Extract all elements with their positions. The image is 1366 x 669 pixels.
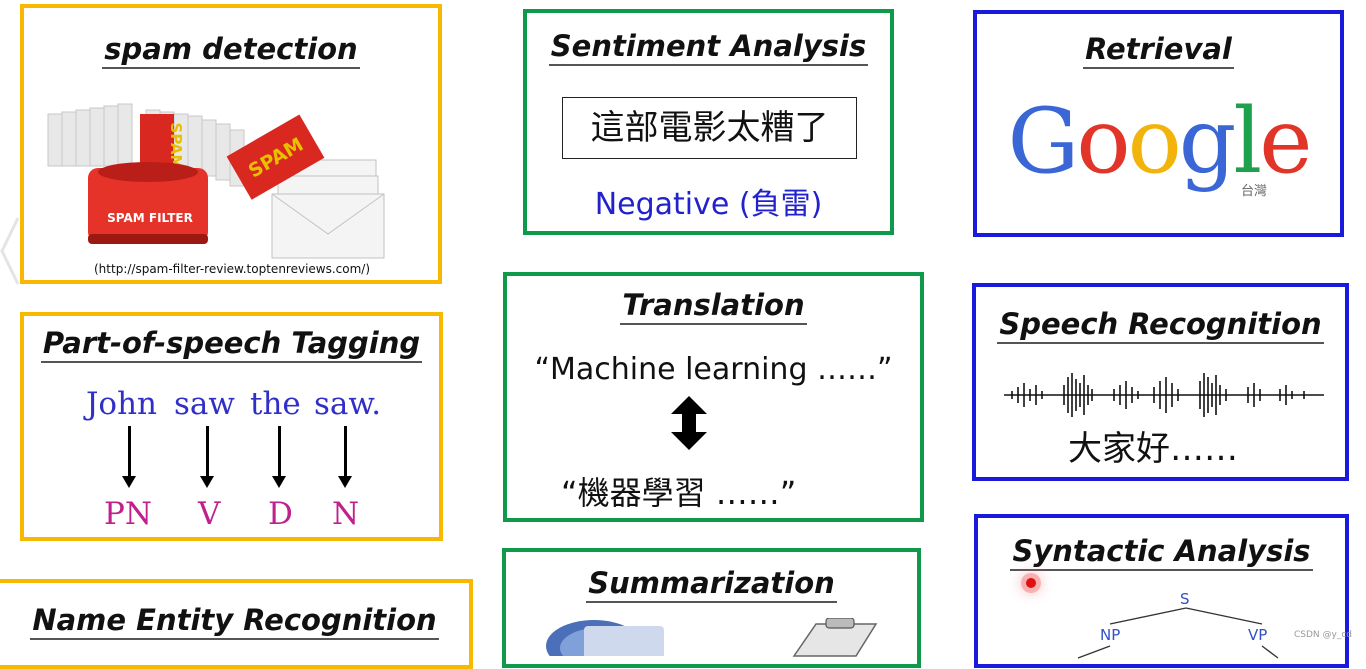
card-title: Syntactic Analysis	[978, 534, 1345, 571]
watermark: CSDN @y_cd	[1294, 630, 1353, 640]
sentiment-label: Negative (負雷)	[594, 187, 823, 222]
card-title: Summarization	[506, 566, 917, 603]
pos-arrow	[272, 426, 286, 488]
card-title: Part-of-speech Tagging	[24, 326, 439, 363]
card-syntactic-analysis: Syntactic Analysis S NP VP	[974, 514, 1349, 668]
parse-node-np: NP	[1100, 626, 1121, 644]
card-summarization: Summarization	[502, 548, 921, 668]
sentiment-sentence-box: 這部電影太糟了	[562, 97, 857, 159]
card-title: spam detection	[24, 32, 438, 69]
card-translation: Translation “Machine learning ……” “機器學習 …	[503, 272, 924, 522]
card-title: Name Entity Recognition	[0, 603, 469, 640]
google-logo: Google	[977, 92, 1340, 192]
logo-letter: l	[1233, 89, 1262, 194]
parse-node-vp: VP	[1248, 626, 1268, 644]
clipboard-icon	[792, 618, 878, 657]
pos-tag: V	[198, 496, 221, 532]
logo-letter: g	[1178, 89, 1237, 194]
pos-word: the	[250, 386, 301, 422]
left-edge-chevron-icon[interactable]	[0, 216, 20, 286]
waveform-icon	[1004, 373, 1324, 417]
pos-arrow	[122, 426, 136, 488]
pos-arrow	[200, 426, 214, 488]
logo-letter: o	[1127, 89, 1182, 194]
translation-source: “Machine learning ……”	[534, 352, 893, 387]
document-icon	[546, 620, 664, 656]
pos-word: saw	[174, 386, 235, 422]
card-retrieval: Retrieval Google 台灣	[973, 10, 1344, 237]
pos-tag: N	[332, 496, 360, 532]
logo-letter: o	[1076, 89, 1130, 194]
spam-filter-illustration: SPAM SPAM SPAM FILTER	[47, 103, 385, 259]
card-title: Retrieval	[977, 32, 1340, 69]
card-named-entity-recognition: Name Entity Recognition	[0, 579, 473, 669]
pointer-dot-icon	[1026, 578, 1036, 588]
card-spam-detection: spam detection SPAM	[20, 4, 442, 284]
parse-node-s: S	[1180, 590, 1190, 608]
card-speech-recognition: Speech Recognition 大家好……	[972, 283, 1349, 481]
spam-filter-label: SPAM FILTER	[107, 211, 193, 225]
spam-tag-label: SPAM	[167, 123, 185, 170]
logo-letter: e	[1259, 89, 1312, 194]
image-source-caption: (http://spam-filter-review.toptenreviews…	[94, 262, 371, 276]
translation-target: “機器學習 ……”	[561, 474, 797, 512]
pos-word: saw.	[314, 386, 382, 422]
google-region: 台灣	[1241, 184, 1268, 199]
card-sentiment-analysis: Sentiment Analysis 這部電影太糟了 Negative (負雷)	[523, 9, 894, 235]
pos-tag: D	[268, 496, 293, 532]
card-pos-tagging: Part-of-speech Tagging John saw the saw.…	[20, 312, 443, 541]
card-title: Speech Recognition	[976, 307, 1345, 344]
bidirectional-arrow-icon	[671, 396, 707, 450]
card-title: Translation	[507, 288, 920, 325]
card-title: Sentiment Analysis	[527, 29, 890, 66]
parse-tree	[1077, 607, 1279, 659]
pos-tag: PN	[104, 496, 152, 532]
logo-letter: G	[1007, 89, 1080, 194]
pos-word: John	[86, 386, 158, 422]
speech-transcript: 大家好……	[1068, 429, 1238, 469]
pos-arrow	[338, 426, 352, 488]
